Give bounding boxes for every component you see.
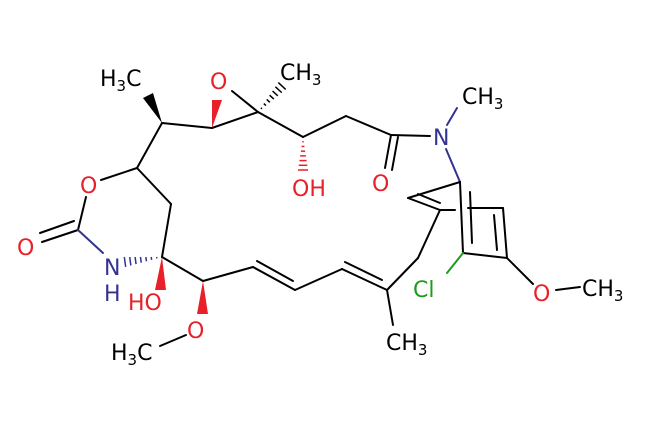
- hash-line: [269, 94, 275, 100]
- bond: [462, 252, 508, 259]
- bond: [469, 191, 473, 244]
- bond: [384, 134, 392, 169]
- bond: [493, 214, 498, 251]
- hash-line: [128, 256, 132, 266]
- bond: [417, 209, 441, 259]
- bond: [136, 167, 172, 205]
- atom-label-o-epoxide: O: [210, 70, 227, 95]
- bond: [159, 334, 187, 347]
- bond: [294, 268, 343, 291]
- bonds: [39, 82, 581, 347]
- bond: [231, 90, 259, 113]
- wedge-bond: [197, 281, 208, 314]
- atom-label-me-o2: CH3: [582, 277, 623, 305]
- bond: [506, 257, 534, 285]
- hash-line: [260, 107, 263, 110]
- bond: [161, 122, 213, 129]
- hash-line: [274, 86, 283, 94]
- hash-line: [277, 82, 287, 90]
- atom-label-o-methoxy2: O: [533, 282, 550, 307]
- atom-label-oh1: OH: [292, 177, 326, 202]
- hash-line: [134, 256, 137, 265]
- bond: [256, 260, 294, 282]
- bond: [386, 257, 419, 291]
- bond: [345, 115, 392, 136]
- atom-label-o-carbonyl: O: [17, 236, 34, 261]
- bond: [202, 266, 254, 282]
- bond: [502, 207, 508, 259]
- bond: [257, 111, 304, 138]
- bond: [391, 136, 399, 171]
- hash-line: [123, 256, 127, 268]
- bond: [77, 196, 87, 231]
- bond: [407, 181, 461, 199]
- bond: [161, 203, 172, 258]
- bond: [211, 111, 259, 129]
- bond: [161, 256, 204, 282]
- bond: [445, 148, 461, 183]
- bond: [302, 115, 347, 138]
- bond: [77, 229, 104, 254]
- hash-line: [266, 98, 271, 103]
- bond: [39, 220, 75, 234]
- bond: [446, 252, 464, 274]
- hash-line: [272, 90, 279, 97]
- wedge-bond: [143, 93, 162, 123]
- bond: [100, 167, 138, 181]
- atom-label-me-n: CH3: [462, 85, 503, 113]
- atom-label-me2: CH3: [280, 61, 321, 89]
- atom-label-n-amide: N: [433, 126, 449, 151]
- atom-label-nh-n: N: [104, 256, 120, 281]
- atom-label-me1: H3C: [100, 67, 141, 95]
- atom-label-o-methoxy1: O: [187, 319, 204, 344]
- atom-label-o-amide: O: [372, 172, 389, 197]
- bond: [41, 229, 79, 243]
- bond: [341, 268, 388, 291]
- atom-labels: H3C O CH3 OH O N CH3 O O N H HO O H3C CH…: [17, 61, 623, 369]
- bond: [386, 289, 394, 326]
- hash-bonds: [123, 82, 308, 268]
- bond: [252, 266, 296, 291]
- bond: [417, 193, 441, 204]
- atom-label-me-o1: H3C: [111, 341, 152, 369]
- bond: [446, 107, 458, 126]
- bond: [136, 122, 163, 169]
- hash-line: [145, 256, 148, 262]
- hash-line: [139, 256, 142, 263]
- hash-line: [263, 103, 267, 107]
- atom-label-cl: Cl: [413, 278, 434, 303]
- bond: [344, 261, 383, 281]
- atom-label-nh-h: H: [104, 282, 121, 307]
- bond: [555, 286, 581, 291]
- bond: [407, 197, 441, 211]
- bond: [459, 181, 464, 254]
- wedge-bond: [212, 100, 222, 128]
- atom-label-o-ring: O: [80, 174, 97, 199]
- bond: [390, 134, 431, 137]
- wedge-bond: [155, 257, 166, 290]
- atom-label-me3: CH3: [386, 331, 427, 359]
- atom-label-oh2: HO: [128, 291, 162, 316]
